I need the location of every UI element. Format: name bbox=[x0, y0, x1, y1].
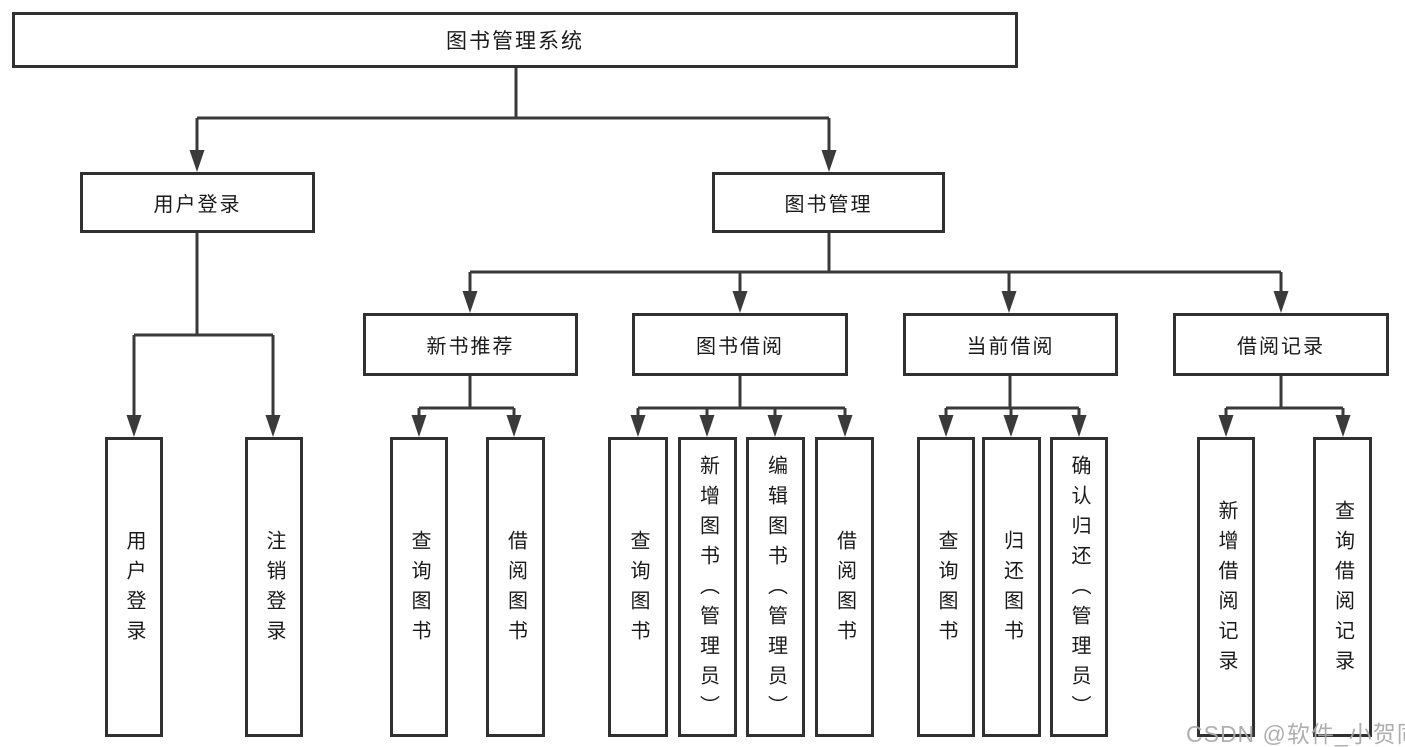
arrow-icon bbox=[732, 291, 748, 313]
arrow-icon bbox=[938, 415, 954, 437]
arrow-icon bbox=[1071, 415, 1087, 437]
leaf-borrow-books-recommend: 借阅图书 bbox=[486, 437, 545, 737]
arrow-icon bbox=[767, 415, 783, 437]
arrow-icon bbox=[1218, 415, 1234, 437]
csdn-watermark: CSDN @软件_小贺同学 bbox=[1186, 721, 1405, 747]
leaf-query-books-borrowing: 查询图书 bbox=[608, 437, 668, 737]
arrow-icon bbox=[1001, 291, 1017, 313]
leaf-query-borrow-record: 查询借阅记录 bbox=[1313, 437, 1372, 737]
arrow-icon bbox=[506, 415, 522, 437]
leaf-query-books-current: 查询图书 bbox=[917, 437, 975, 737]
arrow-icon bbox=[462, 291, 478, 313]
node-user-login-branch: 用户登录 bbox=[80, 172, 315, 233]
arrow-icon bbox=[1003, 415, 1019, 437]
node-library-management-system: 图书管理系统 bbox=[12, 12, 1018, 68]
node-book-borrowing: 图书借阅 bbox=[632, 313, 848, 376]
arrow-icon bbox=[837, 415, 853, 437]
leaf-edit-book-admin: 编辑图书（管理员） bbox=[746, 437, 805, 737]
node-current-borrowing: 当前借阅 bbox=[903, 313, 1118, 376]
arrow-icon bbox=[699, 415, 715, 437]
leaf-logout: 注销登录 bbox=[245, 437, 303, 737]
leaf-query-books-recommend: 查询图书 bbox=[390, 437, 448, 737]
arrow-icon bbox=[265, 415, 281, 437]
arrow-icon bbox=[630, 415, 646, 437]
arrowheads bbox=[126, 150, 1351, 437]
arrow-icon bbox=[189, 150, 205, 172]
arrow-icon bbox=[821, 150, 837, 172]
node-borrowing-records: 借阅记录 bbox=[1173, 313, 1389, 376]
leaf-return-books: 归还图书 bbox=[982, 437, 1041, 737]
node-new-book-recommendation: 新书推荐 bbox=[363, 313, 578, 376]
leaf-user-login: 用户登录 bbox=[105, 437, 163, 737]
leaf-add-borrow-record: 新增借阅记录 bbox=[1197, 437, 1255, 737]
arrow-icon bbox=[126, 415, 142, 437]
node-book-management-branch: 图书管理 bbox=[712, 172, 945, 233]
leaf-add-book-admin: 新增图书（管理员） bbox=[678, 437, 737, 737]
leaf-borrow-books: 借阅图书 bbox=[815, 437, 874, 737]
arrow-icon bbox=[411, 415, 427, 437]
arrow-icon bbox=[1335, 415, 1351, 437]
connector-path bbox=[132, 68, 1345, 417]
leaf-confirm-return-admin: 确认归还（管理员） bbox=[1050, 437, 1108, 737]
arrow-icon bbox=[1273, 291, 1289, 313]
